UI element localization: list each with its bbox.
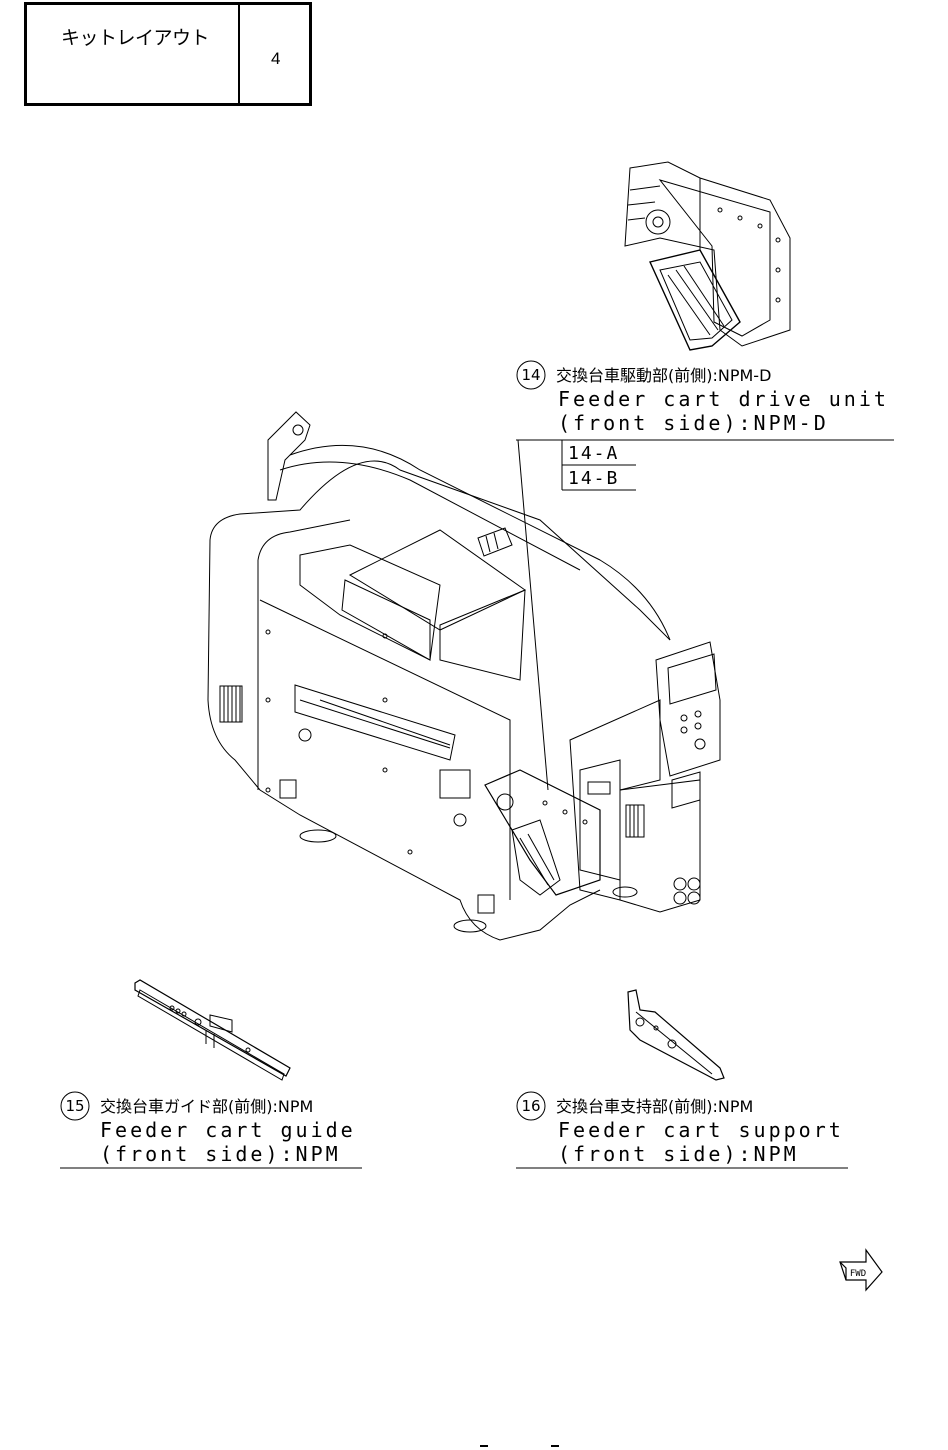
fwd-label: FWD (850, 1269, 866, 1279)
callout-14-en-line1: Feeder cart drive unit (558, 387, 889, 411)
callout-14-leader (518, 440, 548, 790)
feeder-cart-drive-unit-detail (625, 162, 790, 350)
callout-15-en-line1: Feeder cart guide (100, 1118, 356, 1142)
callout-16-number: 16 (521, 1097, 540, 1115)
feeder-cart-support-detail (628, 990, 724, 1080)
callout-15-en-line2: (front side):NPM (100, 1142, 341, 1166)
callout-14-en-line2: (front side):NPM-D (558, 411, 829, 435)
feeder-cart-guide-detail (135, 980, 290, 1080)
sub-item-14a: 14-A (568, 443, 619, 464)
callout-14-number: 14 (521, 366, 540, 384)
sub-item-14b: 14-B (568, 468, 619, 489)
callout-16-en-line2: (front side):NPM (558, 1142, 799, 1166)
callout-15-number: 15 (65, 1097, 84, 1115)
callout-16-en-line1: Feeder cart support (558, 1118, 844, 1142)
callout-15-jp-label: 交換台車ガイド部(前側):NPM (100, 1097, 313, 1116)
callout-16-jp-label: 交換台車支持部(前側):NPM (556, 1097, 753, 1116)
mounting-machine-body (208, 412, 720, 940)
callout-14-jp-label: 交換台車駆動部(前側):NPM-D (556, 366, 771, 385)
